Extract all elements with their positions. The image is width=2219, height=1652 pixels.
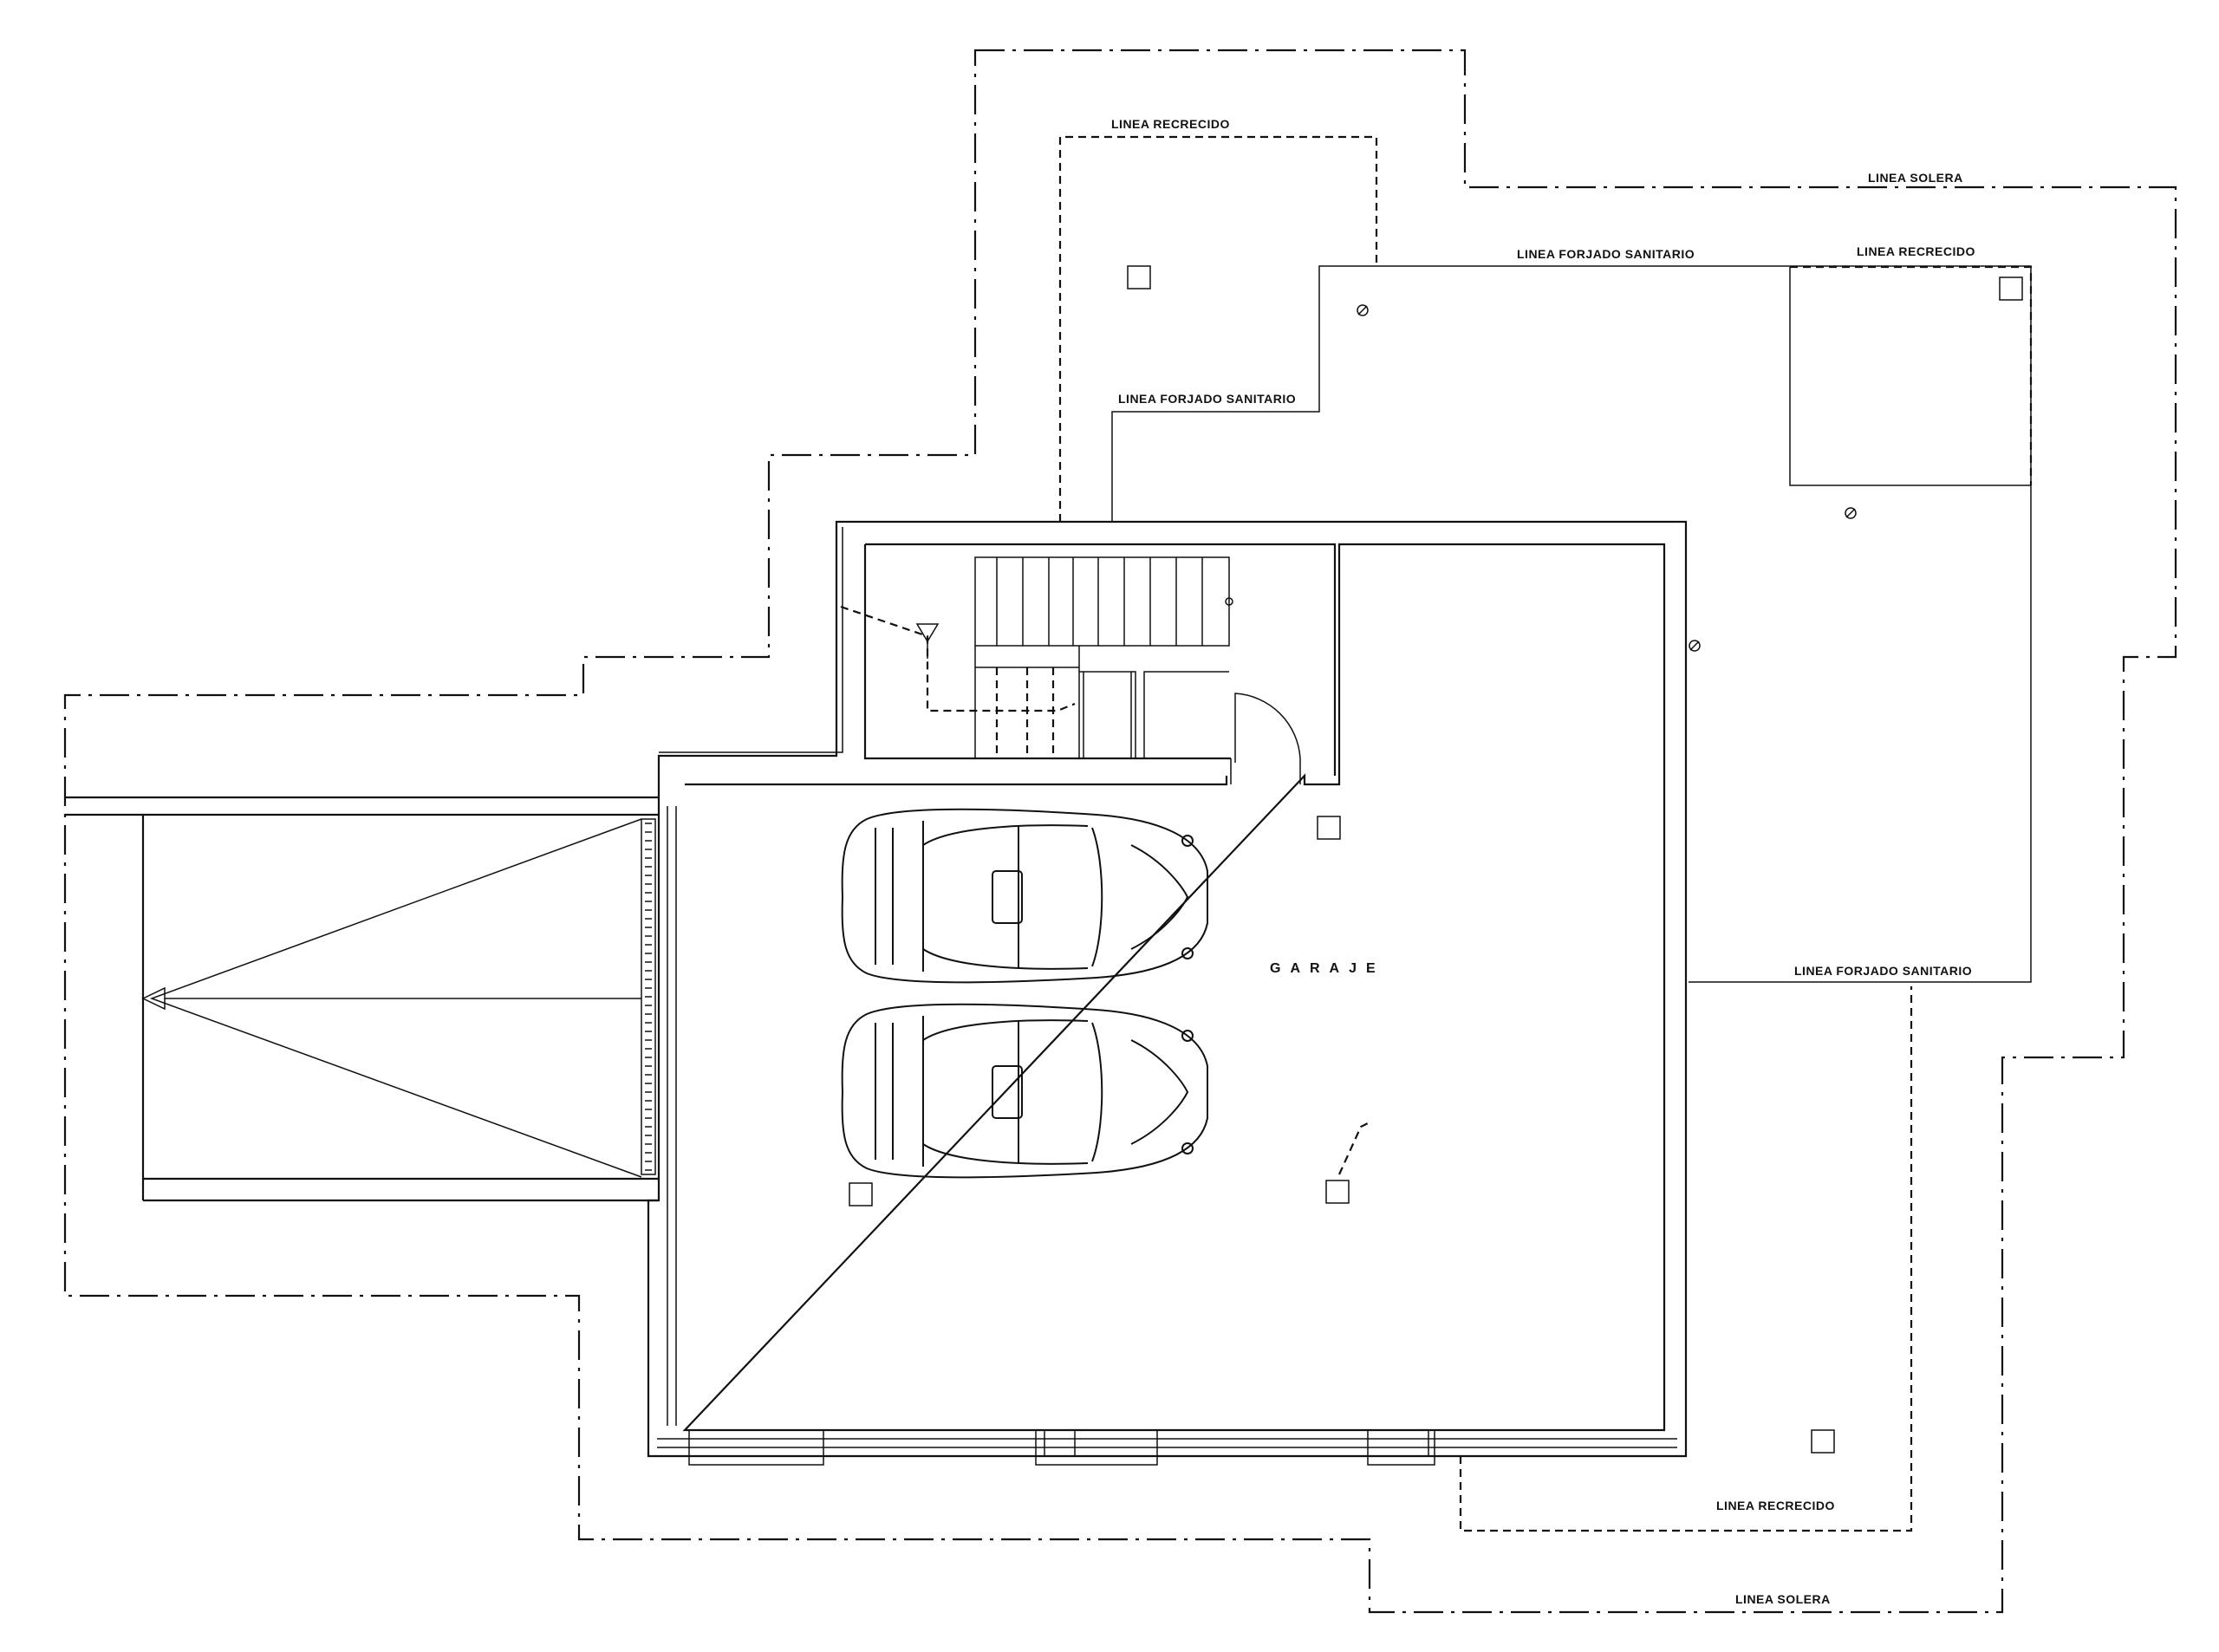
drain-symbol — [1689, 640, 1701, 652]
pillar — [849, 1182, 873, 1206]
label-linea-solera-bottom: LINEA SOLERA — [1735, 1592, 1831, 1606]
drain-symbol — [1845, 507, 1857, 519]
pillar — [1811, 1429, 1835, 1454]
linea-recrecido-top-area — [1058, 135, 1378, 522]
pillar — [1325, 1180, 1350, 1204]
ramp-arrow-head — [141, 986, 641, 1011]
west-wall-line — [667, 806, 677, 1426]
label-garaje: GARAJE — [1270, 961, 1385, 976]
garage-inner-wall — [682, 543, 1666, 1432]
utility-rooms — [1079, 671, 1229, 758]
parked-car — [841, 1003, 1208, 1179]
south-wall-line — [657, 1438, 1677, 1448]
parked-car — [841, 808, 1208, 984]
drain-symbol — [1357, 304, 1369, 316]
stair-arrow — [915, 623, 940, 659]
door-swing — [1230, 693, 1301, 784]
drainage-grate — [641, 818, 656, 1175]
ramp-arrow-lines — [149, 818, 642, 1178]
linea-forjado-sanitario — [1111, 265, 2032, 983]
drain-pipe — [1337, 1122, 1370, 1175]
label-linea-forjado-sanitario-right: LINEA FORJADO SANITARIO — [1794, 964, 1972, 978]
label-linea-recrecido-right: LINEA RECRECIDO — [1857, 244, 1975, 258]
building-outer-wall — [647, 520, 1688, 1458]
pillar — [1999, 276, 2023, 301]
stair-hidden-lines — [840, 605, 1076, 758]
label-linea-forjado-sanitario-top: LINEA FORJADO SANITARIO — [1517, 247, 1695, 261]
linea-recrecido-right-area — [1790, 265, 2033, 485]
stair-room-wall — [863, 543, 1337, 776]
stair-steps — [974, 556, 1233, 758]
label-linea-recrecido-top: LINEA RECRECIDO — [1111, 117, 1230, 131]
building-wall-inner-line — [659, 527, 843, 753]
label-linea-solera-top: LINEA SOLERA — [1868, 171, 1963, 185]
south-wall-openings — [688, 1430, 1435, 1466]
forjado-inner-zone — [1789, 267, 2031, 486]
label-linea-forjado-sanitario-left: LINEA FORJADO SANITARIO — [1118, 392, 1296, 406]
linea-solera-boundary — [63, 49, 2177, 1614]
pillar — [1127, 265, 1151, 289]
linea-recrecido-bottom-area — [1459, 986, 1913, 1532]
label-linea-recrecido-bottom: LINEA RECRECIDO — [1716, 1499, 1835, 1512]
pillar — [1317, 816, 1341, 840]
ramp-side-lines — [65, 796, 659, 1202]
